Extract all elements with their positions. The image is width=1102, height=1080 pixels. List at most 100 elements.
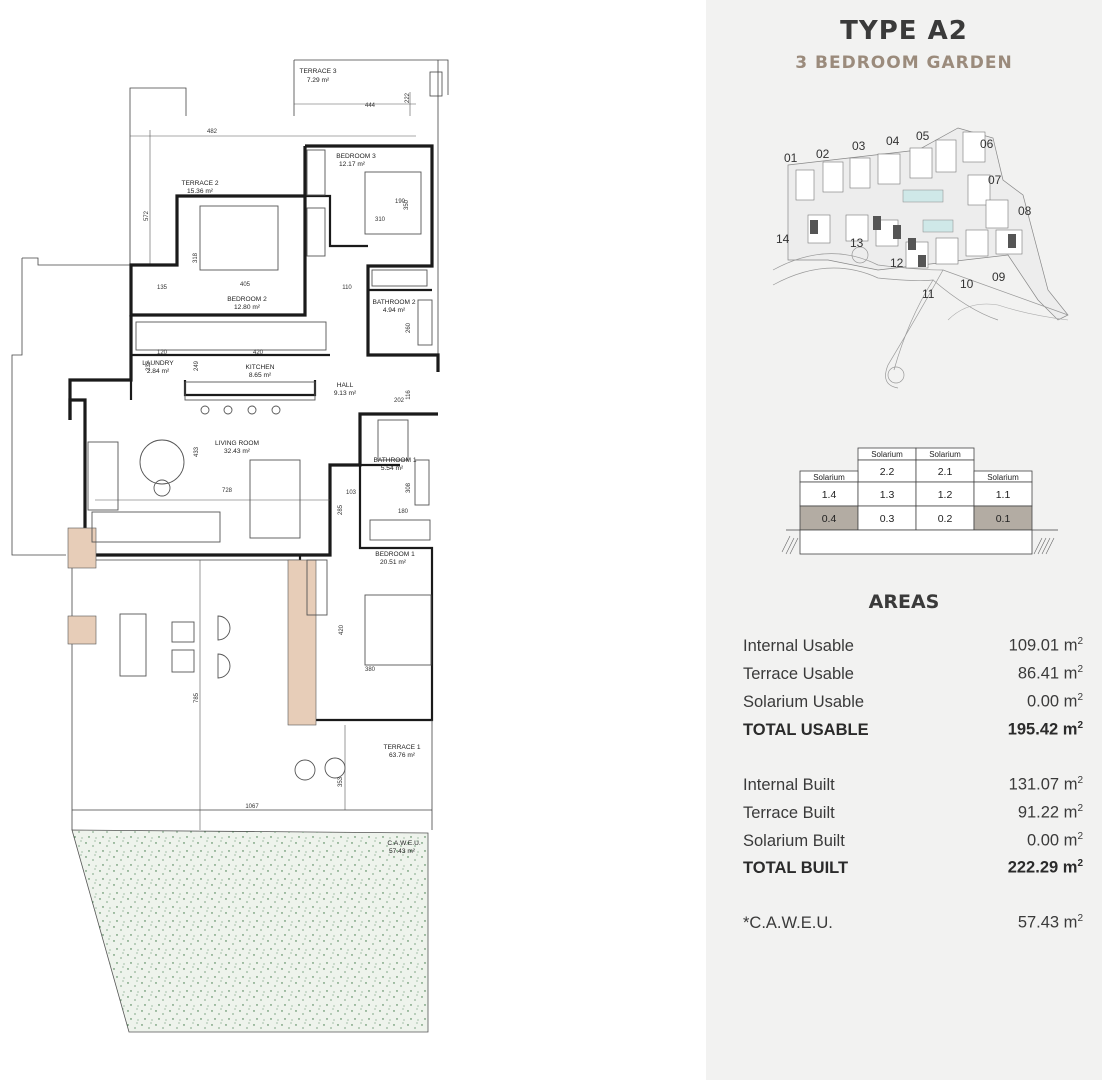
dim-350: 350 [404,199,410,210]
hall-area: 9.13 m² [334,390,357,397]
dim-318: 318 [193,252,199,263]
bedroom3-label: BEDROOM 3 [336,153,376,160]
solarium-usable-label: Solarium Usable [743,692,865,711]
solarium-11-header: Solarium [987,473,1019,482]
unit-11: 11 [922,287,935,301]
solarium-21-header: Solarium [929,450,961,459]
bedroom1-area: 20.51 m² [380,559,407,566]
terrace3-area: 7.29 m² [307,77,330,84]
level-04-cell [799,505,859,531]
row-internal-usable: Internal Usable 109.01 m2 [743,636,1083,662]
bathroom2-area: 4.94 m² [383,307,406,314]
row-solarium-built: Solarium Built 0.00 m2 [743,831,1083,857]
unit-12: 12 [890,256,904,270]
unit-04: 04 [886,134,900,148]
solarium-22-header: Solarium [871,450,903,459]
kitchen-area: 8.65 m² [249,372,272,379]
dim-405: 405 [240,282,251,288]
terrace1-label: TERRACE 1 [383,744,420,751]
dim-308: 308 [406,482,412,493]
internal-usable-label: Internal Usable [743,636,854,655]
row-terrace-usable: Terrace Usable 86.41 m2 [743,664,1083,690]
row-terrace-built: Terrace Built 91.22 m2 [743,803,1083,829]
planter-left [67,527,97,569]
type-title: TYPE A2 [840,16,968,46]
unit-10: 10 [960,277,974,291]
row-internal-built: Internal Built 131.07 m2 [743,775,1083,801]
level-12: 1.2 [938,489,953,501]
dim-285: 285 [338,504,344,515]
planter-right [287,559,317,726]
type-subtitle: 3 BEDROOM GARDEN [795,53,1013,73]
bathroom1-label: BATHROOM 1 [373,457,416,464]
total-built-label: TOTAL BUILT [743,858,849,877]
site-plan: 01 02 03 04 05 06 07 08 09 10 11 12 13 1… [768,120,1078,400]
info-panel: TYPE A2 3 BEDROOM GARDEN [706,0,1102,1080]
unit-01: 01 [784,151,798,165]
dim-1067: 1067 [245,804,259,810]
caweu-row-value: 57.43 m2 [1017,913,1083,932]
dim-222: 222 [405,92,411,103]
terrace-built-value: 91.22 m2 [1017,803,1083,822]
unit-02: 02 [816,147,830,161]
unit-05: 05 [916,129,930,143]
solarium-built-value: 0.00 m2 [1026,831,1083,850]
terrace-usable-value: 86.41 m2 [1017,664,1083,683]
hall-label: HALL [337,382,354,389]
unit-13: 13 [850,236,864,250]
total-usable-value: 195.42 m2 [1007,720,1083,739]
dim-249: 249 [194,360,200,371]
level-13: 1.3 [880,489,895,501]
dim-728: 728 [222,488,233,494]
dim-420-kitchen: 420 [253,350,264,356]
terrace-built-label: Terrace Built [743,803,835,822]
bedroom3-area: 12.17 m² [339,161,366,168]
areas-title: AREAS [868,591,940,613]
dim-135: 135 [157,285,168,291]
laundry-area: 2.84 m² [147,368,170,375]
dim-103: 103 [346,490,357,496]
dim-180: 180 [398,509,409,515]
internal-built-label: Internal Built [743,775,835,794]
row-total-usable: TOTAL USABLE 195.42 m2 [743,720,1083,746]
dim-380: 380 [365,667,376,673]
dim-260: 260 [406,322,412,333]
unit-08: 08 [1018,204,1032,218]
unit-03: 03 [852,139,866,153]
terrace2-label: TERRACE 2 [181,180,218,187]
dim-433: 433 [194,446,200,457]
level-14: 1.4 [822,489,837,501]
living-label: LIVING ROOM [215,440,259,447]
bathroom2-label: BATHROOM 2 [372,299,415,306]
dim-110: 110 [342,285,352,291]
caweu-row-label: *C.A.W.E.U. [743,913,833,932]
dim-444: 444 [365,103,376,109]
dim-190: 190 [395,199,406,205]
total-usable-label: TOTAL USABLE [743,720,869,739]
level-22: 2.2 [880,466,895,478]
internal-built-value: 131.07 m2 [1008,775,1083,794]
unit-14: 14 [776,232,790,246]
bedroom2-area: 12.80 m² [234,304,261,311]
dim-310: 310 [375,217,386,223]
dim-785: 785 [194,692,200,703]
unit-09: 09 [992,270,1006,284]
dim-237: 237 [146,360,152,371]
kitchen-label: KITCHEN [246,364,275,371]
row-solarium-usable: Solarium Usable 0.00 m2 [743,692,1083,718]
level-04: 0.4 [822,513,837,525]
bedroom1-label: BEDROOM 1 [375,551,415,558]
solarium-usable-value: 0.00 m2 [1026,692,1083,711]
terrace-usable-label: Terrace Usable [743,664,854,683]
terrace3-label: TERRACE 3 [299,68,336,75]
dim-353: 353 [338,776,344,787]
dim-482: 482 [207,129,218,135]
building-section: Solarium Solarium Solarium Solarium 2.2 … [768,440,1068,565]
solarium-built-label: Solarium Built [743,831,845,850]
dim-202: 202 [394,398,405,404]
unit-06: 06 [980,137,994,151]
unit-07: 07 [988,173,1002,187]
internal-usable-value: 109.01 m2 [1008,636,1083,655]
solarium-14-header: Solarium [813,473,845,482]
planter-left-2 [67,615,97,645]
